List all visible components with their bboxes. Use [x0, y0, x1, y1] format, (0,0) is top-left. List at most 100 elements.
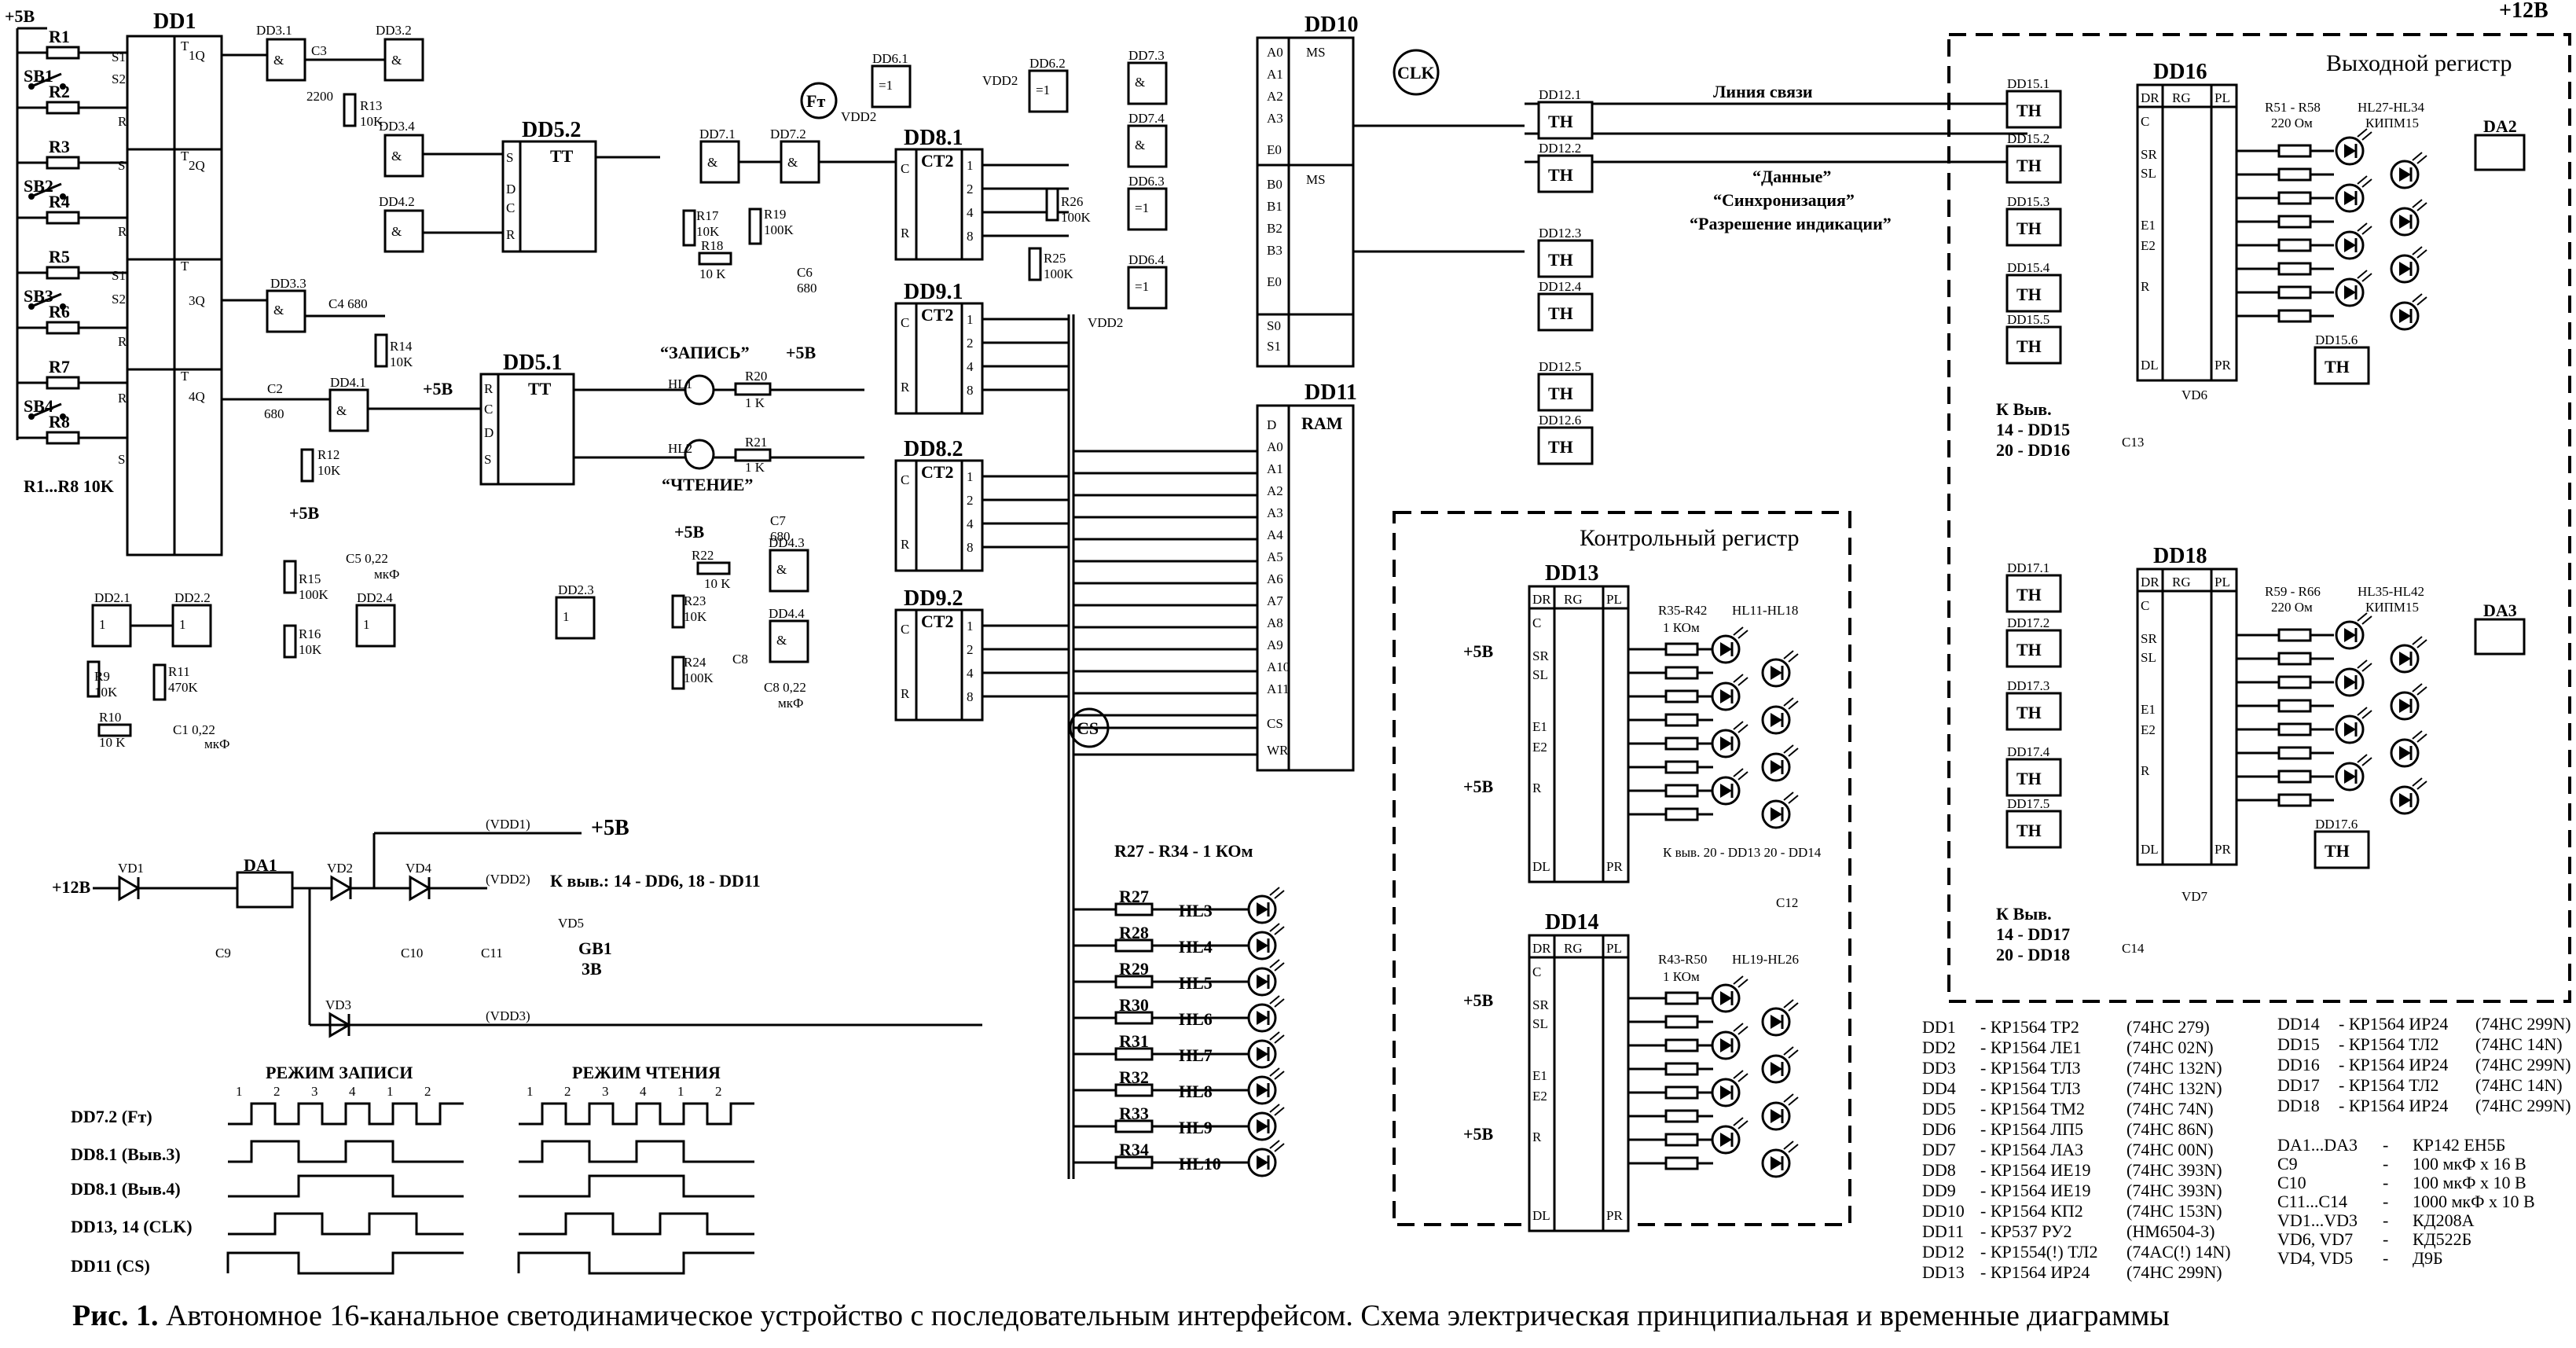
counter-title: DD9.2 [904, 586, 963, 611]
svg-text:C13: C13 [2122, 435, 2144, 450]
svg-text:TH: TH [2016, 101, 2042, 120]
svg-text:DD5.1: DD5.1 [503, 351, 562, 375]
legend-equivalent: (74HC 132N) [2126, 1078, 2222, 1098]
svg-text:PL: PL [2215, 575, 2230, 590]
svg-text:C10: C10 [401, 946, 423, 960]
timing-waveform [226, 1251, 464, 1275]
svg-text:2200: 2200 [306, 89, 333, 104]
regulator-label: DA2 [2483, 116, 2517, 136]
legend-type: - КР1564 ТЛ2 [2339, 1034, 2439, 1054]
svg-text:Линия связи: Линия связи [1713, 82, 1813, 101]
svg-text:R12: R12 [317, 447, 339, 462]
svg-text:DD4.1: DD4.1 [330, 375, 366, 390]
legend-equivalent: (74HC 00N) [2126, 1140, 2214, 1159]
svg-text:14 - DD15: 14 - DD15 [1996, 420, 2070, 439]
svg-text:&: & [273, 53, 284, 68]
svg-text:мкФ: мкФ [374, 567, 399, 582]
svg-text:“Синхронизация”: “Синхронизация” [1713, 190, 1855, 210]
svg-text:T: T [181, 369, 189, 384]
svg-text:R22: R22 [692, 548, 714, 563]
svg-text:3Q: 3Q [189, 293, 205, 308]
legend-chip: DD6 [1922, 1119, 1956, 1139]
svg-text:220 Ом: 220 Ом [2271, 600, 2313, 615]
svg-text:10K: 10K [94, 685, 118, 700]
svg-text:A2: A2 [1267, 89, 1283, 104]
svg-text:VD3: VD3 [325, 997, 351, 1012]
legend-equivalent: (74HC 299N) [2475, 1055, 2571, 1074]
svg-text:DD5.2: DD5.2 [522, 118, 581, 142]
legend-type: - КР1554(!) ТЛ2 [1980, 1242, 2097, 1262]
led-label: HL4 [1179, 937, 1213, 957]
svg-text:“ЗАПИСЬ”: “ЗАПИСЬ” [660, 343, 750, 362]
timing-waveform [519, 1212, 754, 1236]
led-icon [1761, 1140, 1799, 1178]
svg-text:A0: A0 [1267, 45, 1283, 60]
svg-text:R9: R9 [94, 669, 110, 684]
clock-number: 4 [640, 1084, 647, 1099]
svg-text:C2: C2 [267, 381, 283, 396]
svg-text:PL: PL [2215, 90, 2230, 105]
legend-equivalent: (74HC 02N) [2126, 1038, 2214, 1057]
svg-text:C: C [1532, 964, 1541, 979]
timing-waveform [228, 1174, 464, 1198]
svg-text:R10: R10 [99, 710, 121, 725]
led-icon [1761, 744, 1799, 782]
svg-text:1: 1 [563, 609, 570, 624]
led-icon [1711, 1117, 1749, 1155]
timing-row-label: DD8.1 (Выв.4) [71, 1179, 181, 1199]
svg-text:A1: A1 [1267, 67, 1283, 82]
svg-text:C11: C11 [481, 946, 503, 960]
svg-text:DD2.2: DD2.2 [174, 590, 211, 605]
svg-text:100K: 100K [684, 670, 714, 685]
svg-text:DD6.4: DD6.4 [1128, 252, 1165, 267]
clock-number: 2 [424, 1084, 431, 1099]
svg-text:Fт: Fт [806, 91, 825, 111]
legend-type: - КР537 РУ2 [1980, 1221, 2072, 1241]
legend-chip: DD13 [1922, 1262, 1965, 1282]
svg-text:4: 4 [967, 516, 974, 531]
svg-text:VDD2: VDD2 [841, 109, 876, 124]
svg-text:B1: B1 [1267, 199, 1282, 214]
svg-text:=1: =1 [879, 78, 893, 93]
svg-text:&: & [391, 224, 402, 239]
svg-text:R25: R25 [1044, 251, 1066, 266]
svg-text:DD4.4: DD4.4 [769, 606, 805, 621]
resistor [2277, 746, 2312, 760]
led-icon [2335, 175, 2372, 213]
svg-text:C12: C12 [1776, 895, 1798, 910]
svg-text:RG: RG [2172, 575, 2191, 590]
svg-text:РЕЖИМ ЧТЕНИЯ: РЕЖИМ ЧТЕНИЯ [572, 1063, 721, 1082]
resistor [2277, 699, 2312, 713]
svg-text:TH: TH [2016, 585, 2042, 604]
resistor [1114, 902, 1154, 916]
legend-part-value: КД522Б [2413, 1229, 2471, 1249]
legend-chip: DD15 [2277, 1034, 2320, 1054]
svg-text:R: R [901, 380, 910, 395]
buffer-label: DD12.4 [1539, 279, 1582, 294]
resistor [2277, 722, 2312, 736]
legend-equivalent: (74HC 393N) [2126, 1160, 2222, 1180]
svg-text:10 K: 10 K [704, 576, 731, 591]
timing-row-label: DD11 (CS) [71, 1256, 150, 1276]
led-column-hl3-hl10: R27HL3R28HL4R29HL5R30HL6R31HL7R32HL8R33H… [1073, 887, 1285, 1177]
timing-waveform [228, 1140, 464, 1163]
timing-waveform [517, 1251, 754, 1275]
clock-number: 1 [236, 1084, 243, 1099]
svg-text:1 КОм: 1 КОм [1663, 969, 1700, 984]
svg-text:-: - [2383, 1210, 2388, 1230]
svg-text:R18: R18 [701, 238, 723, 253]
svg-text:R27 - R34 - 1 КОм: R27 - R34 - 1 КОм [1114, 841, 1253, 861]
plus5-label: +5В [5, 6, 35, 26]
resistor [1114, 1047, 1154, 1061]
svg-text:2: 2 [967, 182, 974, 197]
svg-text:&: & [1135, 138, 1145, 152]
legend-equivalent: (74HC 14N) [2475, 1075, 2563, 1095]
buffer-function: TH [1548, 384, 1573, 403]
svg-text:SR: SR [2141, 147, 2157, 162]
svg-text:TH: TH [2325, 841, 2350, 861]
led-icon [1711, 1070, 1749, 1107]
led-label: HL10 [1179, 1154, 1221, 1174]
buffer-label: DD15.2 [2007, 131, 2049, 146]
svg-text:100K: 100K [764, 222, 794, 237]
